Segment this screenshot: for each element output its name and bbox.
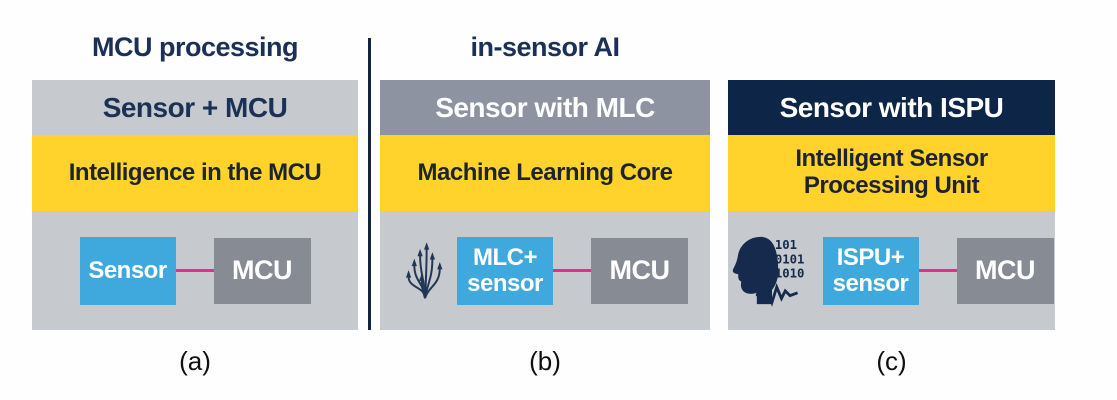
panel-b-title: in-sensor AI — [470, 32, 620, 62]
mlc-tree-icon — [402, 241, 448, 301]
caption-a: (a) — [179, 346, 211, 376]
connector-line — [553, 269, 591, 272]
panel-c-header: Sensor with ISPU — [728, 80, 1055, 135]
ispu-head-icon: 101 0101 1010 — [730, 235, 814, 307]
sensor-chip: ISPU+ sensor — [822, 236, 919, 305]
panel-a-diagram: Sensor MCU — [32, 211, 358, 330]
ispu-binary-row-3: 1010 — [774, 266, 804, 280]
panel-a-yellow-band: Intelligence in the MCU — [32, 135, 358, 211]
panel-a-header: Sensor + MCU — [32, 80, 358, 135]
ispu-binary-row-2: 0101 — [774, 252, 804, 266]
caption-b: (b) — [529, 346, 561, 376]
panel-sensor-with-ispu: Sensor with ISPU Intelligent Sensor Proc… — [728, 0, 1055, 400]
panel-a-box: Sensor + MCU Intelligence in the MCU Sen… — [32, 80, 358, 330]
panel-c-box: Sensor with ISPU Intelligent Sensor Proc… — [728, 80, 1055, 330]
connector-line — [918, 269, 957, 272]
sensor-chip: Sensor — [79, 236, 176, 305]
panel-b-header: Sensor with MLC — [380, 80, 710, 135]
caption-c: (c) — [876, 346, 907, 376]
vertical-divider — [368, 38, 371, 330]
panel-b-diagram: MLC+ sensor MCU — [380, 211, 710, 330]
connector-line — [175, 269, 214, 272]
ispu-binary-row-1: 101 — [774, 238, 796, 252]
sensor-chip: MLC+ sensor — [457, 236, 553, 305]
panel-sensor-with-mlc: in-sensor AI Sensor with MLC Machine Lea… — [380, 0, 710, 400]
mcu-chip: MCU — [213, 237, 311, 304]
mcu-chip: MCU — [956, 237, 1054, 304]
mcu-chip: MCU — [591, 237, 688, 304]
waveform-line — [755, 280, 798, 307]
panel-mcu-processing: MCU processing Sensor + MCU Intelligence… — [32, 0, 358, 400]
panel-c-yellow-band: Intelligent Sensor Processing Unit — [728, 135, 1055, 211]
panel-b-yellow-band: Machine Learning Core — [380, 135, 710, 211]
panel-b-box: Sensor with MLC Machine Learning Core — [380, 80, 710, 330]
panel-c-diagram: 101 0101 1010 ISPU+ sensor MCU — [728, 211, 1055, 330]
panel-a-title: MCU processing — [91, 32, 299, 62]
